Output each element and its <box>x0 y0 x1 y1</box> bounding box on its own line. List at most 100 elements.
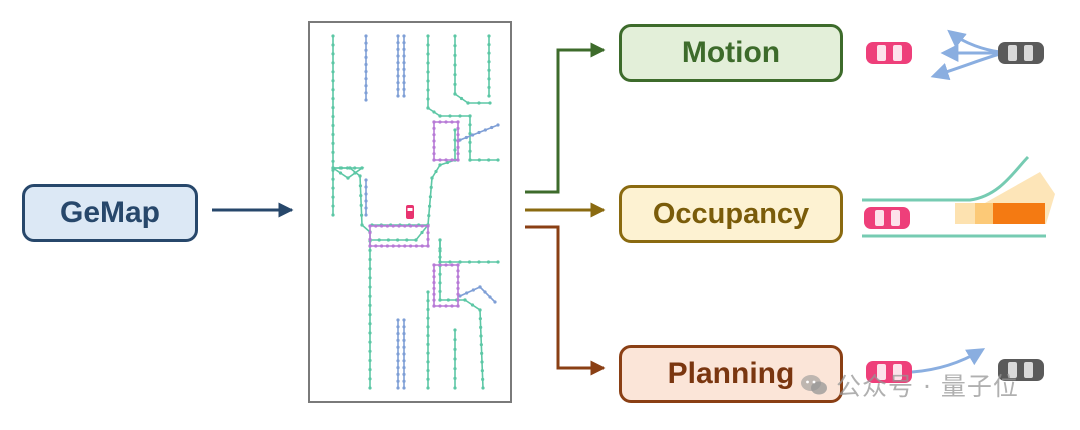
ego-car-icon <box>864 207 910 229</box>
map-lane-divider-point <box>396 325 400 329</box>
map-lane-line-point <box>377 238 381 242</box>
map-lane-marker-point <box>338 171 343 175</box>
map-crossing-point <box>432 126 436 130</box>
map-lane-line-point <box>453 347 457 351</box>
ego-car-icon <box>866 42 912 64</box>
map-lane-line-point <box>331 61 335 65</box>
map-crossing-point <box>426 231 430 235</box>
map-lane-line-point <box>468 149 472 153</box>
map-lane-line-point <box>458 260 462 264</box>
map-lane-divider-point <box>471 288 475 292</box>
map-crossing-point <box>374 224 378 228</box>
map-lane-line-point <box>487 94 491 98</box>
map-crossing-point <box>450 304 454 308</box>
map-lane-line-point <box>453 328 457 332</box>
map-lane-divider-point <box>402 372 406 376</box>
map-crossing-point <box>456 263 460 267</box>
map-lane-line-point <box>386 238 390 242</box>
map-crossing-point <box>432 304 436 308</box>
map-lane-line-point <box>453 148 457 152</box>
map-crossing-point <box>456 286 460 291</box>
map-crossing-point <box>432 275 436 279</box>
map-crossing-point <box>450 120 454 124</box>
map-lane-line-point <box>453 376 457 380</box>
map-crossing-point <box>385 224 389 228</box>
map-lane-line-point <box>453 338 457 342</box>
map-lane-divider-point <box>402 345 406 349</box>
map-lane-divider-point <box>364 178 368 182</box>
map-lane-line-point <box>445 160 450 165</box>
map-crossing-point <box>432 120 436 124</box>
map-lane-line-point <box>426 34 430 38</box>
map-lane-line-point <box>430 176 434 180</box>
map-lane-divider-point <box>396 366 400 370</box>
map-crossing-point <box>409 244 413 248</box>
map-lane-divider-point <box>496 123 500 127</box>
map-lane-line-point <box>426 368 430 373</box>
watermark-text: 公众号 · 量子位 <box>836 372 1019 401</box>
map-crossing-point <box>456 280 460 285</box>
map-crossing-point <box>391 224 395 228</box>
map-lane-line-point <box>459 96 464 101</box>
map-lane-divider-point <box>364 98 368 102</box>
map-lane-line-point <box>368 267 372 271</box>
map-lane-line-point <box>414 238 418 242</box>
map-lane-line-point <box>426 342 430 346</box>
map-crossing-point <box>426 244 430 248</box>
map-lane-line-point <box>487 42 491 47</box>
map-crossing-point <box>444 158 448 162</box>
map-lane-line-point <box>487 34 491 38</box>
map-lane-line-point <box>467 260 472 264</box>
map-lane-divider-point <box>364 213 368 217</box>
map-lane-marker-point <box>331 166 335 170</box>
map-lane-divider-point <box>396 386 400 390</box>
map-crossing-point <box>368 224 372 228</box>
map-lane-line-point <box>331 132 335 137</box>
map-pedestrian-crossings <box>368 120 460 308</box>
map-lane-line-point <box>481 377 485 381</box>
map-crossing-point <box>380 244 384 248</box>
map-lane-line-point <box>426 43 430 47</box>
map-lane-line-point <box>453 357 457 361</box>
map-lane-line-point <box>426 386 430 390</box>
map-lane-divider-point <box>364 62 368 67</box>
map-lane-line-point <box>438 281 442 285</box>
map-crossing-point <box>456 158 460 162</box>
map-lane-divider-point <box>402 352 406 356</box>
map-lane-line-point <box>358 184 362 188</box>
planned-trajectory-icon <box>911 348 986 374</box>
map-lane-line-point <box>368 294 372 298</box>
map-lane-divider-point <box>364 48 368 52</box>
map-lane-line-point <box>428 204 432 208</box>
map-lane-divider-point <box>364 69 368 74</box>
map-lane-divider-point <box>396 352 400 356</box>
map-lane-divider-point <box>364 84 368 88</box>
map-crossing-point <box>432 158 436 162</box>
map-crossing-point <box>391 244 395 248</box>
map-lane-divider-point <box>477 130 481 135</box>
map-lane-line-point <box>448 260 452 264</box>
map-lane-line-point <box>463 298 467 302</box>
predicted-trajectory-icon <box>947 29 1001 54</box>
ego-vehicle-icon <box>406 205 414 219</box>
map-crossing-point <box>432 286 436 291</box>
map-crossing-point <box>403 224 407 228</box>
map-crossing-point <box>456 133 460 137</box>
map-lane-divider-point <box>402 94 406 98</box>
map-lane-line-point <box>428 195 432 199</box>
map-lane-divider-point <box>364 206 368 210</box>
map-lane-divider-point <box>396 41 400 45</box>
map-lane-line-point <box>481 386 485 390</box>
map-lane-line-point <box>438 272 442 276</box>
map-crossing-point <box>444 120 448 124</box>
map-lane-line-point <box>331 141 335 145</box>
map-lane-line-point <box>426 351 430 355</box>
map-crossing-point <box>456 145 460 149</box>
map-lane-dividers <box>364 34 500 390</box>
map-lane-divider-point <box>493 300 497 304</box>
map-lane-line-point <box>477 158 481 162</box>
map-lane-divider-point <box>364 34 368 38</box>
map-lane-line-point <box>420 230 424 235</box>
map-lane-line-point <box>331 186 335 190</box>
